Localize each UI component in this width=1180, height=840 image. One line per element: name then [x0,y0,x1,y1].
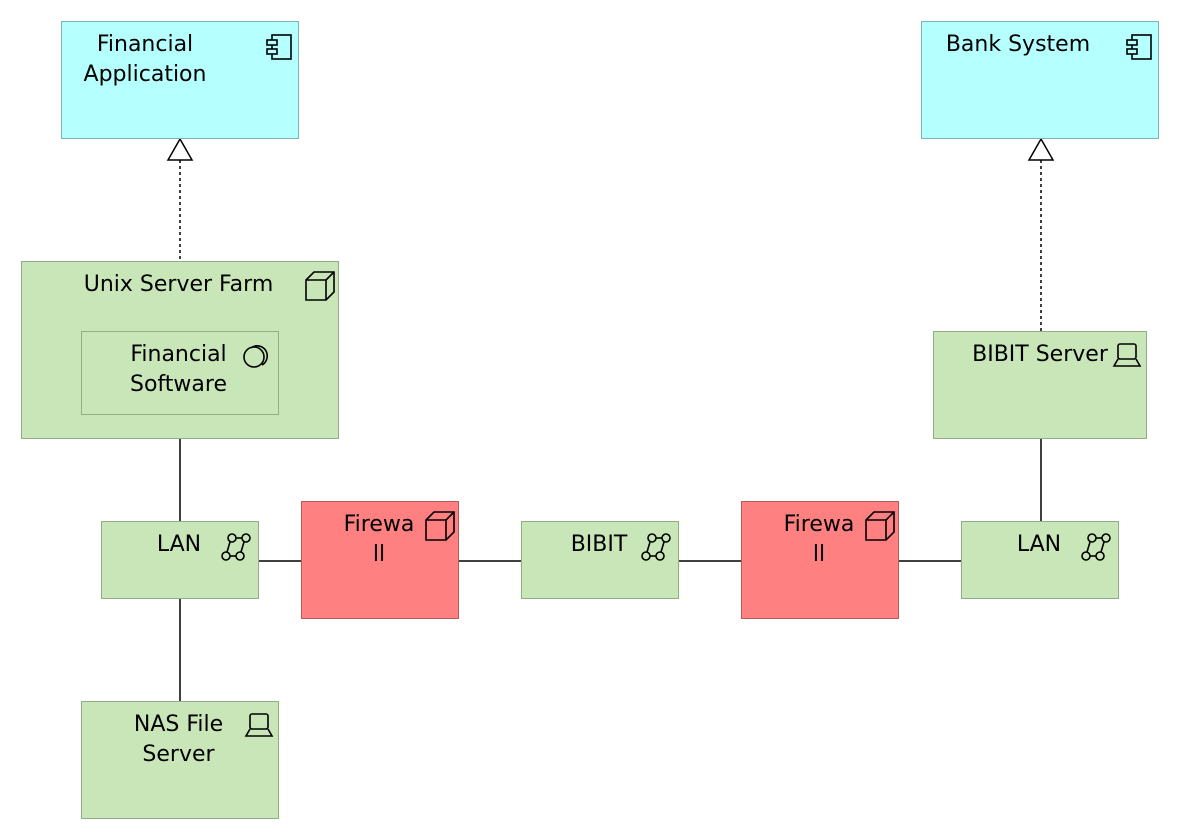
bank-system-label: Bank System [945,32,1091,57]
bibit-label: BIBIT [570,532,628,557]
application-component-icon [266,34,292,60]
financial-application-component[interactable]: Financial Application [61,21,299,139]
bank-system-component[interactable]: Bank System [921,21,1159,139]
lan-left-network[interactable]: LAN [101,521,259,599]
network-icon [221,533,251,561]
firewall-left-label: Firewa ll [343,512,415,567]
bibit-network[interactable]: BIBIT [521,521,679,599]
bibit-server-device[interactable]: BIBIT Server [933,331,1147,439]
node-icon [425,511,455,541]
node-icon [305,271,335,301]
financial-application-label: Financial Application [83,32,207,87]
financial-software-label: Financial Software [130,342,227,397]
device-icon [244,713,274,737]
device-icon [1112,343,1142,367]
lan-right-label: LAN [1016,532,1062,557]
realization-arrowhead-bank [1027,137,1055,161]
bibit-server-label: BIBIT Server [972,342,1108,367]
application-component-icon [1126,34,1152,60]
nas-file-server-label: NAS File Server [133,712,224,767]
lan-left-label: LAN [156,532,202,557]
system-software-icon [243,345,269,368]
financial-software-system-software[interactable]: Financial Software [81,331,279,415]
firewall-right-label: Firewa ll [783,512,855,567]
node-icon [865,511,895,541]
network-icon [641,533,671,561]
lan-right-network[interactable]: LAN [961,521,1119,599]
firewall-left-node[interactable]: Firewa ll [301,501,459,619]
network-icon [1081,533,1111,561]
nas-file-server-device[interactable]: NAS File Server [81,701,279,819]
realization-arrowhead-financial [166,137,194,161]
firewall-right-node[interactable]: Firewa ll [741,501,899,619]
unix-server-farm-label: Unix Server Farm [83,272,274,297]
